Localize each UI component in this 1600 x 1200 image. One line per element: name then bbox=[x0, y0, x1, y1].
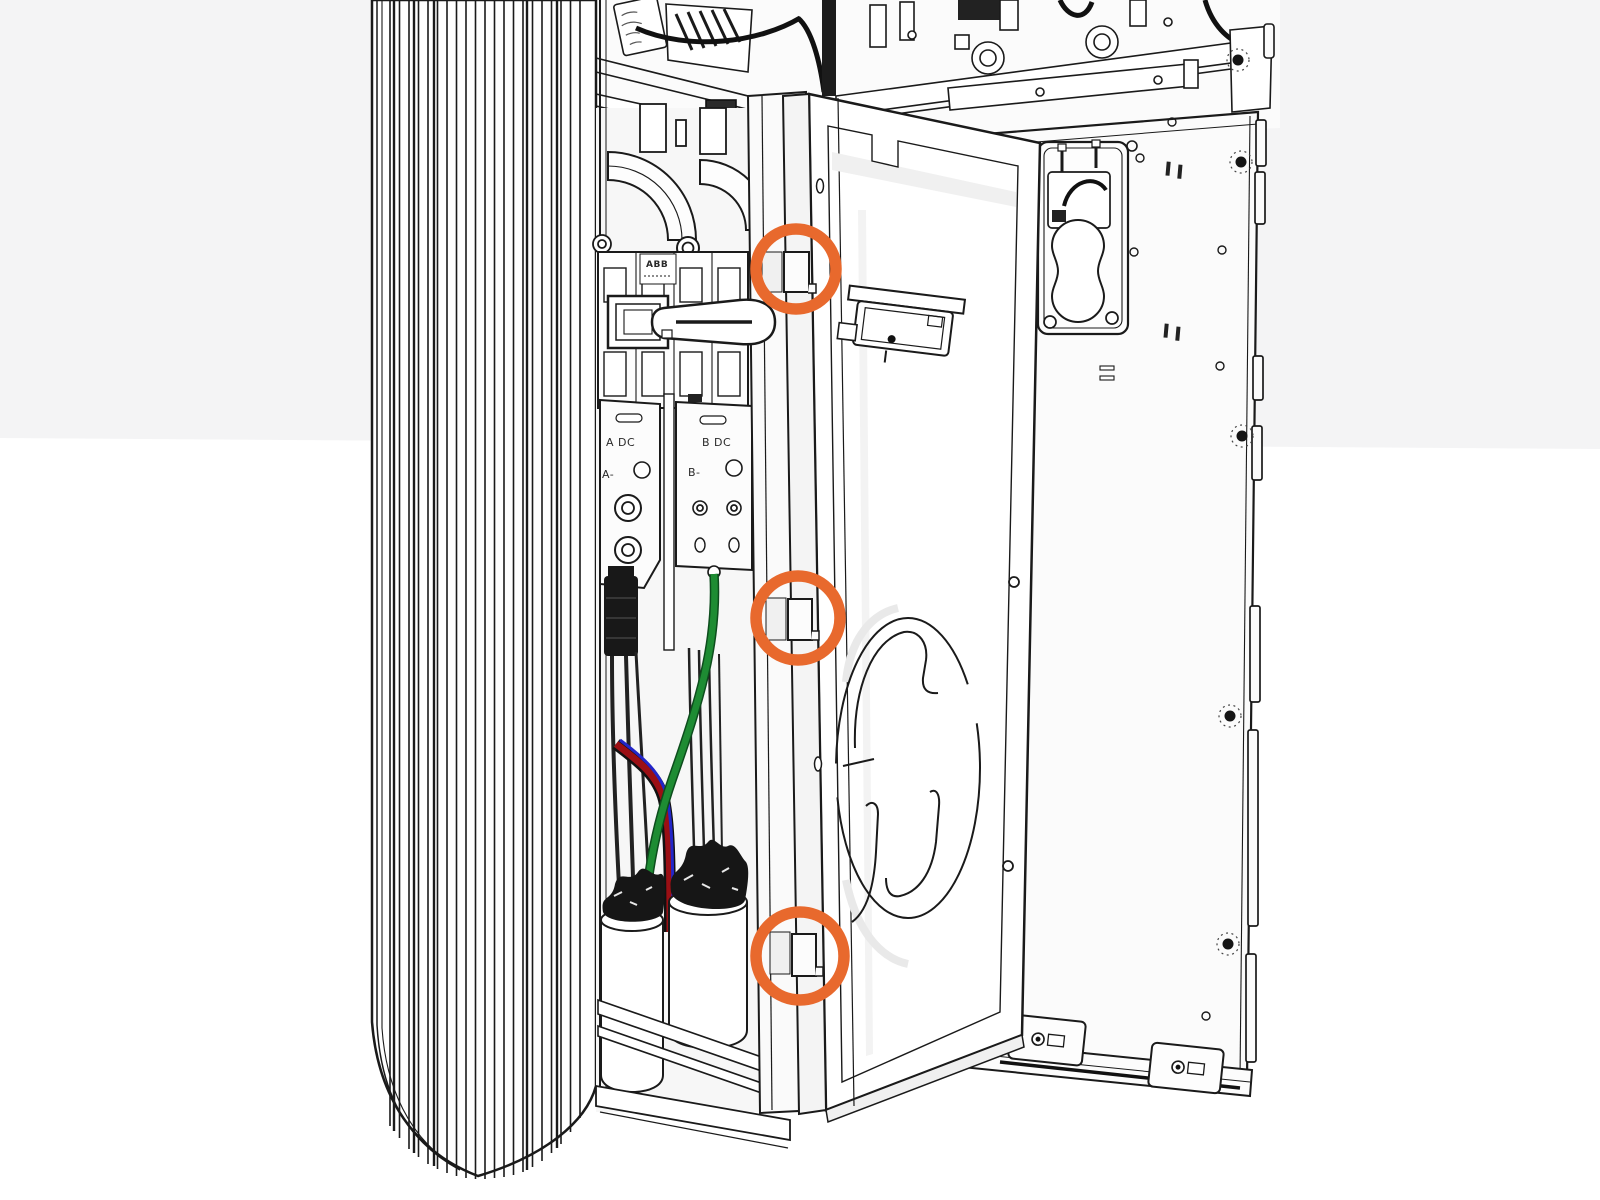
highlight-circle-top bbox=[750, 223, 842, 315]
latch-highlights bbox=[750, 223, 850, 1006]
latch-tab-bottom bbox=[791, 933, 817, 977]
panel-edge-tabs bbox=[1245, 119, 1267, 1063]
column-ribs bbox=[389, 0, 581, 1179]
cable-bundle bbox=[670, 839, 749, 910]
cabinet-door bbox=[781, 92, 1042, 1124]
highlight-circle-bottom bbox=[750, 906, 850, 1006]
door-latch-tabs bbox=[783, 251, 824, 977]
busbar-label-a-minus: A- bbox=[602, 468, 614, 481]
panel-fasteners bbox=[1099, 117, 1254, 1021]
door-bottom-edge bbox=[825, 1033, 1025, 1124]
door-lock-mechanism bbox=[836, 284, 967, 363]
door-emboss-oval bbox=[835, 604, 981, 968]
lock-wire bbox=[1062, 179, 1108, 207]
busbar-label-b-minus: B- bbox=[688, 466, 701, 479]
door-screw-icon bbox=[1008, 576, 1020, 588]
terminal-bolt-icon bbox=[614, 536, 642, 564]
dotted-screw-icon bbox=[1216, 150, 1254, 956]
busbar-label-bdc: B DC bbox=[702, 436, 731, 449]
bottom-rail-right bbox=[950, 1013, 1254, 1098]
highlight-circle-middle bbox=[750, 570, 846, 666]
busbar-label-adc: A DC bbox=[606, 436, 635, 449]
latch-tab-middle bbox=[787, 598, 813, 641]
lock-cutout bbox=[1050, 219, 1106, 323]
cable-bundle bbox=[602, 868, 665, 922]
rail-clamp bbox=[1147, 1041, 1225, 1095]
terminal-bolt-icon bbox=[614, 494, 642, 522]
busbar-plates: A DC A- B DC B- bbox=[599, 393, 753, 651]
base-rails-left bbox=[595, 998, 791, 1149]
busbar-bend-ducts bbox=[592, 103, 772, 260]
latch-tab-top bbox=[783, 251, 810, 293]
right-side-panel bbox=[950, 110, 1267, 1098]
breaker-handle bbox=[606, 294, 777, 350]
door-screw-icon bbox=[1002, 860, 1014, 872]
lock-mounting-plate bbox=[1036, 139, 1130, 336]
harness-cable bbox=[634, 15, 802, 45]
service-label-card bbox=[613, 0, 668, 57]
breaker-brand-label: ABB bbox=[646, 260, 668, 270]
ribbed-side-column bbox=[370, 0, 598, 1179]
vent-bracket bbox=[665, 3, 753, 73]
